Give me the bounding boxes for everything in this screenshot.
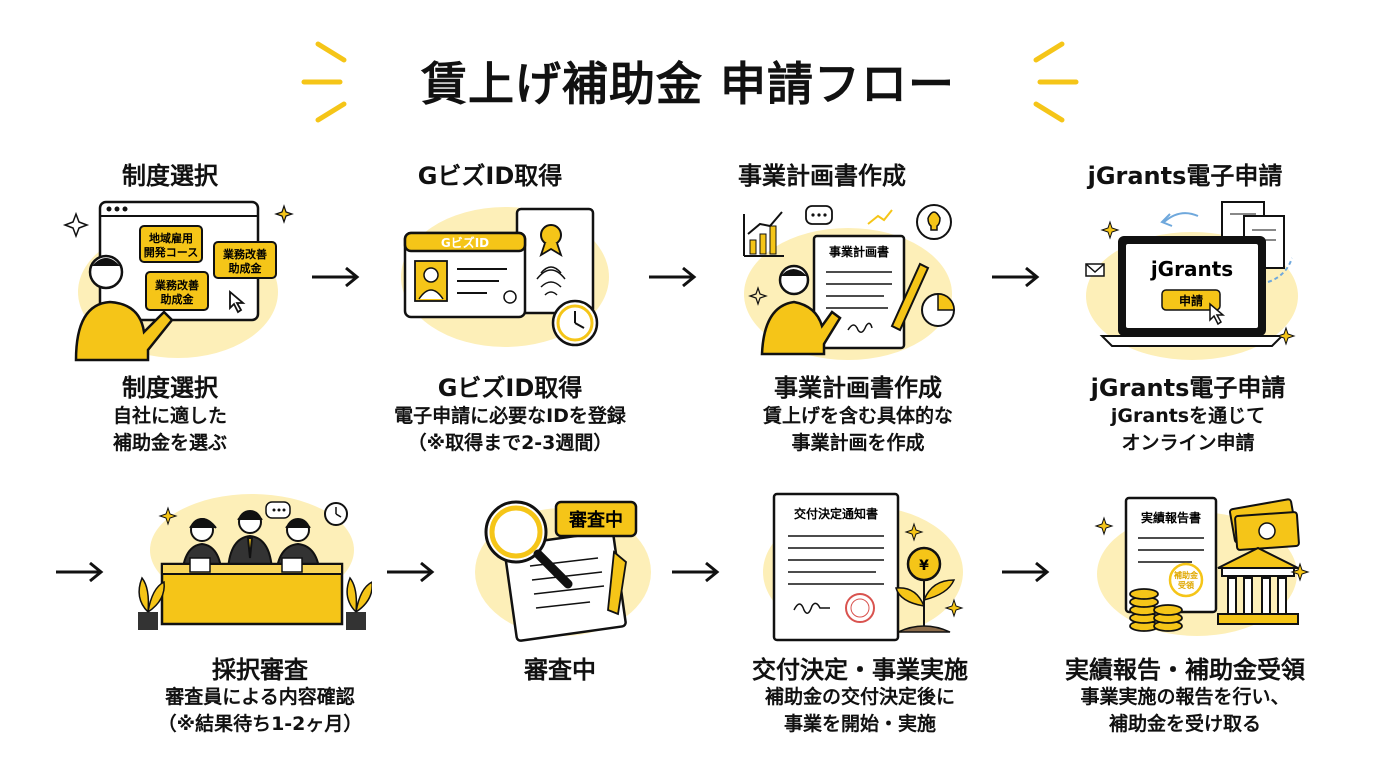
jgrants-illustration: jGrants 申請 xyxy=(1085,201,1298,360)
step-desc-line: jGrantsを通じて xyxy=(1110,405,1266,427)
step-desc-line: 事業実施の報告を行い、 xyxy=(1080,686,1290,708)
arrow-right-icon xyxy=(992,266,1040,288)
svg-text:開発コース: 開発コース xyxy=(144,245,198,259)
svg-text:事業計画書: 事業計画書 xyxy=(829,244,889,259)
svg-text:実績報告書: 実績報告書 xyxy=(1141,510,1201,525)
step-desc-line: （※結果待ち1-2ヶ月） xyxy=(157,713,363,735)
svg-text:受領: 受領 xyxy=(1178,580,1195,590)
report-receipt-illustration: 実績報告書 補助金 受領 xyxy=(1094,496,1310,636)
arrow-right-icon xyxy=(56,561,104,583)
step-desc-line: 自社に適した xyxy=(112,405,227,427)
step-title: jGrants電子申請 xyxy=(1090,374,1286,402)
step-desc-line: 補助金の交付決定後に xyxy=(764,686,955,708)
svg-text:助成金: 助成金 xyxy=(161,292,195,306)
svg-text:申請: 申請 xyxy=(1179,293,1203,308)
step-desc-line: 補助金を受け取る xyxy=(1108,713,1261,735)
arrow-right-icon xyxy=(312,266,360,288)
svg-text:jGrants: jGrants xyxy=(1150,257,1233,281)
title-burst-right-icon xyxy=(1033,41,1079,123)
step-title: 事業計画書作成 xyxy=(774,374,942,402)
step-desc-line: 審査員による内容確認 xyxy=(165,686,355,708)
top-label-step3: 事業計画書作成 xyxy=(738,162,906,190)
arrow-right-icon xyxy=(649,266,697,288)
top-label-step4: jGrants電子申請 xyxy=(1087,162,1283,190)
step-title: 審査中 xyxy=(524,656,596,684)
under-review-illustration: 審査中 xyxy=(475,500,651,642)
svg-text:助成金: 助成金 xyxy=(229,261,263,275)
step-desc-line: 事業を開始・実施 xyxy=(783,713,936,735)
svg-text:補助金: 補助金 xyxy=(1173,570,1199,580)
svg-text:¥: ¥ xyxy=(919,558,929,574)
step-desc-line: オンライン申請 xyxy=(1121,432,1255,454)
step-desc-line: 賃上げを含む具体的な xyxy=(762,405,953,427)
business-plan-illustration: 事業計画書 xyxy=(743,204,955,360)
screening-illustration xyxy=(138,494,372,630)
grant-decision-illustration: 交付決定通知書 ¥ xyxy=(763,492,964,642)
step-title: 採択審査 xyxy=(212,656,308,684)
svg-text:業務改善: 業務改善 xyxy=(154,278,199,292)
step-desc-line: （※取得まで2-3週間） xyxy=(407,432,613,454)
page-title: 賃上げ補助金 申請フロー xyxy=(420,57,955,111)
step-desc-line: 補助金を選ぶ xyxy=(112,432,227,454)
title-burst-left-icon xyxy=(301,41,347,123)
svg-text:地域雇用: 地域雇用 xyxy=(149,231,193,245)
step-title: 制度選択 xyxy=(122,374,218,402)
arrow-right-icon xyxy=(1002,561,1050,583)
svg-text:交付決定通知書: 交付決定通知書 xyxy=(794,506,878,521)
svg-text:GビズID: GビズID xyxy=(441,235,489,250)
gbizid-illustration: GビズID xyxy=(401,207,609,347)
arrow-right-icon xyxy=(672,561,720,583)
step-desc-line: 電子申請に必要なIDを登録 xyxy=(394,405,626,427)
top-label-step1: 制度選択 xyxy=(122,162,218,190)
system-selection-illustration: 地域雇用 開発コース 業務改善 助成金 業務改善 助成金 xyxy=(62,200,294,362)
svg-text:業務改善: 業務改善 xyxy=(222,247,267,261)
step-title: GビズID取得 xyxy=(437,374,583,402)
svg-text:審査中: 審査中 xyxy=(568,509,623,531)
step-title: 交付決定・事業実施 xyxy=(752,656,968,684)
step-title: 実績報告・補助金受領 xyxy=(1065,656,1305,684)
top-label-step2: GビズID取得 xyxy=(417,162,563,190)
step-desc-line: 事業計画を作成 xyxy=(791,432,925,454)
arrow-right-icon xyxy=(387,561,435,583)
